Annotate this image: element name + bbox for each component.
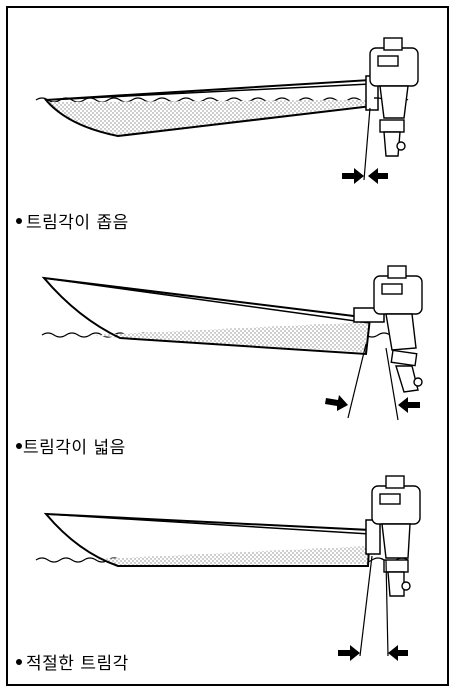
arrow-right-icon bbox=[325, 395, 348, 411]
arrow-right-icon bbox=[338, 645, 360, 661]
arrow-left-icon bbox=[388, 645, 408, 661]
arrow-left-icon bbox=[368, 168, 388, 184]
trim-figure-proper: 적절한 트림각 bbox=[8, 456, 447, 686]
trim-figure-wide: 트림각이 넓음 bbox=[8, 238, 447, 458]
caption-proper: 적절한 트림각 bbox=[16, 654, 129, 674]
outboard-motor-narrow bbox=[369, 37, 419, 157]
outboard-motor-wide bbox=[373, 265, 423, 393]
trim-figure-narrow: 트림각이 좁음 bbox=[8, 8, 447, 238]
caption-narrow: 트림각이 좁음 bbox=[16, 213, 129, 233]
boat-illustration-narrow bbox=[35, 37, 419, 184]
boat-illustration-wide bbox=[41, 265, 423, 421]
bullet-icon bbox=[16, 659, 22, 665]
figure-frame: 트림각이 좁음 bbox=[6, 6, 449, 686]
bullet-icon bbox=[16, 218, 22, 224]
bullet-icon bbox=[16, 443, 22, 449]
boat-illustration-proper bbox=[35, 475, 421, 661]
caption-wide: 트림각이 넓음 bbox=[16, 438, 126, 458]
arrow-right-icon bbox=[342, 168, 364, 184]
outboard-motor-proper bbox=[371, 475, 421, 597]
arrow-left-icon bbox=[398, 397, 420, 413]
